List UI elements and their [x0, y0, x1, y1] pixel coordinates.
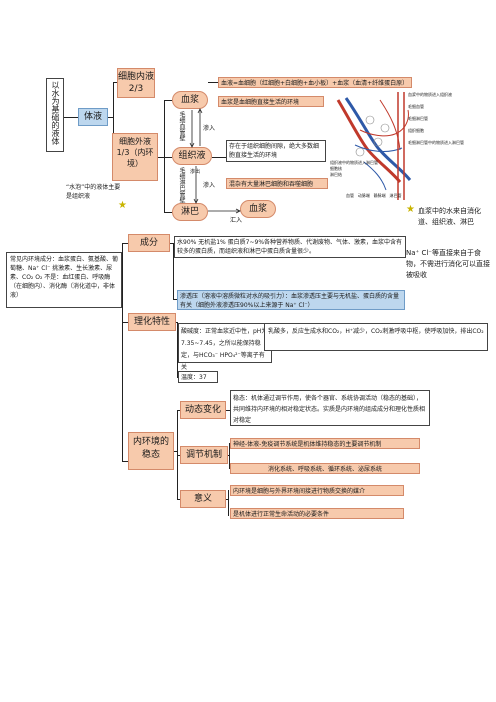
plasma-env-box: 血浆是血细胞直接生活的环境 — [218, 96, 324, 107]
buffer-box: 乳酸多，反应生成水和CO₂，H⁺减少，CO₂刺激呼吸中枢，使呼吸加快，排出CO₂ — [264, 323, 488, 351]
plasma-env: 血浆是血细胞直接生活的环境 — [221, 99, 300, 106]
meaning-text1: 内环境是细胞与外界环境间接进行物质交换的媒介 — [230, 485, 404, 496]
lymph-node: 淋巴 — [172, 203, 208, 221]
blood-desc: 血液=血细胞（红细胞+白细胞+血小板）+血浆（血清+纤维蛋白原） — [221, 80, 409, 87]
seep-in-2: 渗入 — [203, 182, 216, 189]
tissue-env: 存在于组织细胞间隙，绝大多数细胞直接生活的环境 — [229, 143, 320, 159]
regulation-text1: 神经-体液-免疫调节系统是机体维持稳态的主要调节机制 — [230, 438, 420, 449]
lymph-env-box: 混杂有大量淋巴细胞和吞噬细胞 — [226, 178, 328, 189]
capillary-wall-label: 毛细血管壁 — [178, 111, 185, 141]
extracellular-node: 细胞外液 1/3（内环境） — [112, 133, 158, 181]
star-icon: ★ — [118, 200, 127, 211]
water-note: “水泡”中的液体主要是组织液 — [66, 184, 121, 200]
seep-out: 渗出 — [190, 169, 201, 175]
diagram-labels-left: 组织液中的物质进入淋巴管 细胞核 淋巴结 — [330, 160, 378, 177]
lymph-env: 混杂有大量淋巴细胞和吞噬细胞 — [229, 181, 314, 188]
composition-box2: 渗透压（溶液中溶质微粒对水的吸引力）：血浆渗透压主要与无机盐、蛋白质的含量有关（… — [177, 290, 405, 310]
meaning-text2: 是机体进行正常生命活动的必要条件 — [230, 508, 404, 519]
flow-arrows — [189, 108, 203, 204]
temp-box: 温度：37 — [178, 371, 218, 383]
homeostasis-title: 内环境的稳态 — [128, 432, 174, 470]
diagram-labels: 血浆中的物质进入组织液 毛细血管 毛细淋巴管 组织细胞 毛细淋巴管中的物质进入淋… — [408, 92, 464, 145]
tissue-fluid-label: 组织液 — [178, 151, 206, 161]
root-box: 以水为基础的液体 — [46, 78, 64, 152]
physchem-title: 理化特性 — [128, 313, 176, 331]
seep-in-1: 渗入 — [203, 125, 216, 132]
dynamic-label: 动态变化 — [180, 401, 226, 419]
ph-box: 酸碱度：正常血浆近中性，pH为7.35~7.45，之所以能保持稳定，与HCO₃⁻… — [178, 323, 272, 371]
regulation-text2: 消化系统、呼吸系统、循环系统、泌尿系统 — [230, 463, 420, 474]
capillary-diagram — [336, 92, 412, 200]
body-fluid-node: 体液 — [78, 108, 108, 126]
diagram-labels-bottom: 血管 动脉端 静脉端 淋巴管 — [346, 193, 402, 198]
flow-in-label: 汇入 — [230, 217, 243, 224]
plasma-label: 血浆 — [180, 95, 199, 105]
tissue-env-box: 存在于组织细胞间隙，绝大多数细胞直接生活的环境 — [226, 140, 326, 162]
composition-title: 成分 — [128, 234, 170, 252]
blood-desc-box: 血液=血细胞（红细胞+白细胞+血小板）+血浆（血清+纤维蛋白原） — [218, 77, 412, 88]
intracellular-label: 细胞内液 — [118, 72, 155, 82]
dynamic-text: 稳态：机体通过调节作用，使各个器官、系统协调活动（稳态的基础），共同维持内环境的… — [230, 390, 430, 426]
composition-box1: 水90% 无机盐1% 蛋白质7~9%各种营养物质、代谢废物、气体、激素，血浆中含… — [174, 236, 406, 258]
intracellular-ratio: 2/3 — [128, 84, 144, 94]
regulation-label: 调节机制 — [180, 446, 228, 464]
body-fluid-label: 体液 — [83, 112, 102, 122]
extracellular-label: 细胞外液 1/3（内环境） — [116, 137, 154, 168]
composition-box1-tail: Na⁺ Cl⁻等直接来自于食物，不需进行消化可以直接被吸收 — [406, 249, 490, 279]
plasma-node: 血浆 — [172, 91, 208, 109]
right-note: 血浆中的水来自消化道、组织液、淋巴 — [418, 207, 481, 226]
intracellular-node: 细胞内液 2/3 — [117, 68, 155, 98]
plasma-label-2: 血浆 — [248, 204, 267, 214]
lymph-wall-label: 毛细淋巴管壁 — [178, 167, 185, 203]
meaning-label: 意义 — [180, 490, 226, 508]
plasma-node-2: 血浆 — [240, 200, 276, 218]
lymph-label: 淋巴 — [180, 207, 199, 217]
root-label: 以水为基础的液体 — [51, 81, 60, 145]
star-icon-right: ★ — [406, 204, 415, 215]
composition-left-note: 常见内环境成分：血浆蛋白、氨基酸、葡萄糖、Na⁺ Cl⁻ 挑激素、生长激素、尿素… — [6, 252, 122, 308]
lymph-to-plasma-arrow — [208, 208, 241, 214]
